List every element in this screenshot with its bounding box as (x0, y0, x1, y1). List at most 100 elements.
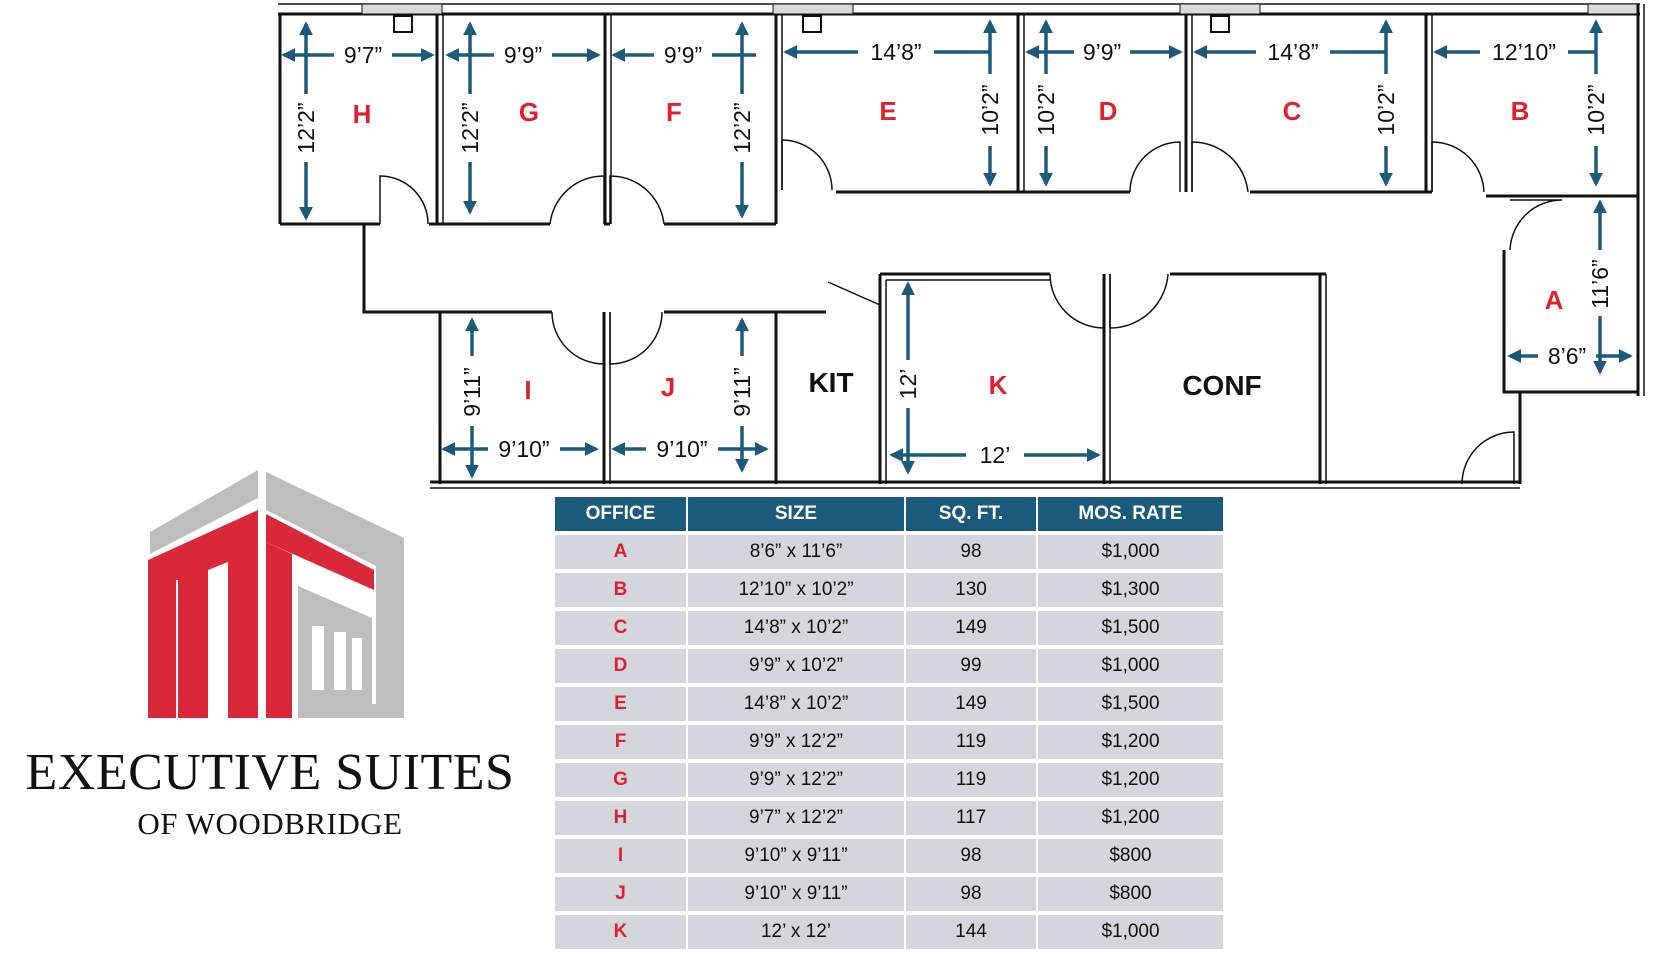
dim-e-width: 14’8” (870, 39, 921, 65)
exterior-wall (278, 3, 1645, 396)
cell-size: 14’8” x 10’2” (688, 687, 904, 721)
dim-c-width: 14’8” (1267, 39, 1318, 65)
cell-size: 8’6” x 11’6” (688, 535, 904, 569)
cell-sqft: 99 (906, 649, 1036, 683)
dim-h-depth: 12’2” (293, 102, 319, 153)
cell-office: I (555, 839, 686, 873)
cell-rate: $800 (1038, 839, 1223, 873)
header-sqft: SQ. FT. (906, 497, 1036, 531)
cell-office: E (555, 687, 686, 721)
dim-f-width: 9’9” (664, 42, 702, 68)
cell-sqft: 119 (906, 763, 1036, 797)
header-rate: MOS. RATE (1038, 497, 1223, 531)
room-label-j: J (661, 372, 675, 402)
cell-size: 12’ x 12’ (688, 915, 904, 949)
dim-d-depth: 10’2” (1033, 84, 1059, 135)
room-label-g: G (519, 97, 539, 127)
top-office-walls (278, 14, 1638, 226)
dim-a-width: 8’6” (1548, 343, 1586, 369)
dim-d-width: 9’9” (1083, 39, 1121, 65)
cell-office: D (555, 649, 686, 683)
dim-j-width: 9’10” (656, 436, 707, 462)
cell-rate: $1,000 (1038, 649, 1223, 683)
dim-b-depth: 10’2” (1583, 84, 1609, 135)
cell-size: 9’9” x 12’2” (688, 725, 904, 759)
cell-rate: $1,200 (1038, 725, 1223, 759)
dim-k-depth: 12’ (895, 369, 921, 400)
cell-office: C (555, 611, 686, 645)
cell-sqft: 98 (906, 839, 1036, 873)
cell-sqft: 98 (906, 877, 1036, 911)
cell-rate: $1,200 (1038, 801, 1223, 835)
dim-f-depth: 12’2” (729, 102, 755, 153)
cell-rate: $1,200 (1038, 763, 1223, 797)
room-label-h: H (353, 99, 372, 129)
room-label-k: K (989, 370, 1008, 400)
cell-sqft: 119 (906, 725, 1036, 759)
brand-subtitle: OF WOODBRIDGE (137, 806, 403, 841)
cell-rate: $800 (1038, 877, 1223, 911)
cell-rate: $1,000 (1038, 535, 1223, 569)
dim-b-width: 12’10” (1492, 39, 1556, 65)
cell-office: H (555, 801, 686, 835)
room-label-kit: KIT (808, 367, 853, 398)
cell-office: F (555, 725, 686, 759)
room-label-e: E (879, 96, 896, 126)
dim-k-width: 12’ (980, 442, 1011, 468)
cell-rate: $1,500 (1038, 611, 1223, 645)
room-label-d: D (1099, 96, 1118, 126)
company-logo (148, 470, 404, 718)
cell-rate: $1,500 (1038, 687, 1223, 721)
cell-sqft: 98 (906, 535, 1036, 569)
cell-office: G (555, 763, 686, 797)
cell-size: 9’9” x 10’2” (688, 649, 904, 683)
cell-sqft: 149 (906, 687, 1036, 721)
cell-size: 9’7” x 12’2” (688, 801, 904, 835)
table-header-row: OFFICE SIZE SQ. FT. MOS. RATE (555, 497, 1223, 531)
cell-rate: $1,000 (1038, 915, 1223, 949)
room-label-a: A (1545, 285, 1564, 315)
cell-office: J (555, 877, 686, 911)
bottom-office-walls (362, 224, 1638, 489)
header-size: SIZE (688, 497, 904, 531)
cell-size: 14’8” x 10’2” (688, 611, 904, 645)
room-label-conf: CONF (1182, 370, 1261, 401)
room-label-b: B (1511, 96, 1530, 126)
doors (379, 139, 1563, 251)
cell-sqft: 149 (906, 611, 1036, 645)
dim-j-depth: 9’11” (729, 367, 755, 416)
cell-size: 9’10” x 9’11” (688, 877, 904, 911)
cell-office: K (555, 915, 686, 949)
cell-rate: $1,300 (1038, 573, 1223, 607)
dimension-arrows (281, 19, 1633, 479)
cell-office: A (555, 535, 686, 569)
cell-office: B (555, 573, 686, 607)
dim-e-depth: 10’2” (977, 84, 1003, 135)
dim-i-width: 9’10” (498, 436, 549, 462)
cell-sqft: 144 (906, 915, 1036, 949)
cell-sqft: 117 (906, 801, 1036, 835)
cell-sqft: 130 (906, 573, 1036, 607)
room-label-i: I (524, 375, 531, 405)
dim-g-width: 9’9” (504, 42, 542, 68)
dim-h-width: 9’7” (344, 42, 382, 68)
cell-size: 12’10” x 10’2” (688, 573, 904, 607)
cell-size: 9’10” x 9’11” (688, 839, 904, 873)
floor-plan: H G F E D C B A I J K KIT CONF 9’7” 9’9”… (278, 3, 1645, 489)
cell-size: 9’9” x 12’2” (688, 763, 904, 797)
header-office: OFFICE (555, 497, 686, 531)
dim-g-depth: 12’2” (457, 102, 483, 153)
dim-i-depth: 9’11” (459, 367, 485, 416)
